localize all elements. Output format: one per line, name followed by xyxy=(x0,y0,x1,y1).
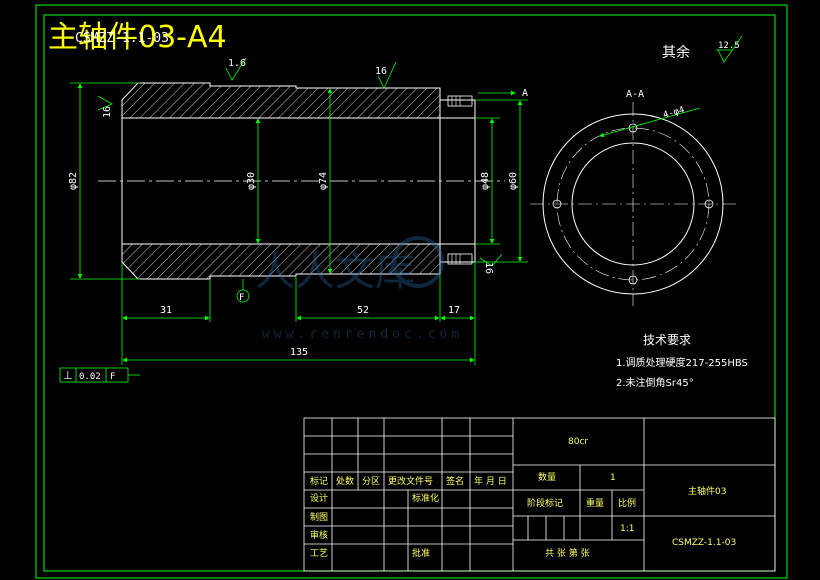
tb-docno: 更改文件号 xyxy=(388,475,433,487)
hole-bottom xyxy=(628,275,638,285)
tb-draw: 制图 xyxy=(310,511,328,523)
dim-d48: φ48 xyxy=(480,172,491,190)
dim-d82: φ82 xyxy=(68,172,79,190)
notes-heading: 技术要求 xyxy=(643,333,691,347)
notes-line1: 1.调质处理硬度217-255HBS xyxy=(616,356,748,369)
lower-wall-hatch xyxy=(121,243,441,280)
section-a-a-view: 4-φ4 A-A xyxy=(530,89,736,306)
tb-scale-value: 1:1 xyxy=(620,524,634,534)
roughness-symbols xyxy=(97,35,743,267)
technical-notes: 技术要求 1.调质处理硬度217-255HBS 2.未注倒角Sr45° xyxy=(616,333,748,389)
dim-31: 31 xyxy=(160,305,172,316)
svg-text:F: F xyxy=(239,293,244,303)
dimension-lines xyxy=(70,82,528,365)
tb-count: 处数 xyxy=(336,475,354,487)
dim-d60: φ60 xyxy=(508,172,519,190)
tapped-hole-upper xyxy=(447,95,473,107)
upper-wall-hatch xyxy=(121,82,441,119)
tb-drawing-no: CSMZZ-1.1-03 xyxy=(672,538,736,548)
roughness-texts: 1.6 16 16 16 12.5 xyxy=(102,41,740,274)
roughness-top-mid: 16 xyxy=(375,66,387,77)
drawing-code: CSMZZ-1.1-03 xyxy=(75,31,169,46)
outer-frame xyxy=(35,4,788,579)
dim-d74: φ74 xyxy=(318,172,329,190)
holes-label: 4-φ4 xyxy=(662,105,686,121)
tb-qty-value: 1 xyxy=(610,473,616,483)
tb-stage: 阶段标记 xyxy=(527,497,563,509)
watermark-url: www.renrendoc.com xyxy=(262,327,463,342)
drawing-title: 主轴件03-A4 xyxy=(48,20,227,55)
watermark: 人人文库 www.renrendoc.com xyxy=(255,236,463,342)
dim-17: 17 xyxy=(448,305,460,316)
title-block-grid xyxy=(303,417,776,572)
tb-material: 80cr xyxy=(568,437,588,447)
watermark-brand: 人人文库 xyxy=(255,249,415,295)
watermark-logo-icon xyxy=(392,236,444,288)
roughness-right-face: 16 xyxy=(483,262,494,274)
hole-left xyxy=(552,199,562,209)
roughness-left-face: 16 xyxy=(102,106,113,118)
roughness-rest-value: 12.5 xyxy=(718,41,740,51)
tb-mark: 标记 xyxy=(310,475,328,487)
dimension-texts: φ82 φ30 φ74 φ48 φ60 31 52 17 135 A xyxy=(68,88,528,358)
tb-standard: 标准化 xyxy=(412,492,439,504)
section-view-label: A-A xyxy=(626,89,644,100)
tolerance-frame: ⊥ 0.02 F xyxy=(59,367,140,383)
section-mark: A xyxy=(522,88,528,99)
tb-sheets: 共 张 第 张 xyxy=(545,547,590,559)
notes-line2: 2.未注倒角Sr45° xyxy=(616,376,694,389)
tb-design: 设计 xyxy=(310,492,328,504)
tb-qty-label: 数量 xyxy=(538,471,556,483)
tb-scale: 比例 xyxy=(618,497,636,509)
tb-check: 审核 xyxy=(310,529,328,541)
tolerance-symbol: ⊥ xyxy=(63,369,73,382)
dim-52: 52 xyxy=(357,305,369,316)
datum-f: F xyxy=(236,279,250,303)
roughness-top-left: 1.6 xyxy=(228,58,246,69)
dim-d30: φ30 xyxy=(246,172,257,190)
tb-date: 年 月 日 xyxy=(474,475,507,487)
tb-zone: 分区 xyxy=(362,476,380,487)
tolerance-value: 0.02 xyxy=(79,372,101,382)
tb-process: 工艺 xyxy=(310,548,328,559)
tb-approve: 批准 xyxy=(412,547,430,559)
shaft-section xyxy=(98,82,505,280)
tb-sign: 签名 xyxy=(446,475,464,487)
tb-weight: 重量 xyxy=(586,497,604,509)
tolerance-datum: F xyxy=(110,372,115,382)
hole-right xyxy=(704,199,714,209)
dim-135: 135 xyxy=(290,347,308,358)
tapped-hole-lower xyxy=(447,253,473,265)
title-block-texts: 80cr 标记 处数 分区 更改文件号 签名 年 月 日 设计 标准化 制图 审… xyxy=(310,437,736,559)
tb-part-name: 主轴件03 xyxy=(688,485,726,497)
roughness-rest-label: 其余 xyxy=(662,44,690,61)
